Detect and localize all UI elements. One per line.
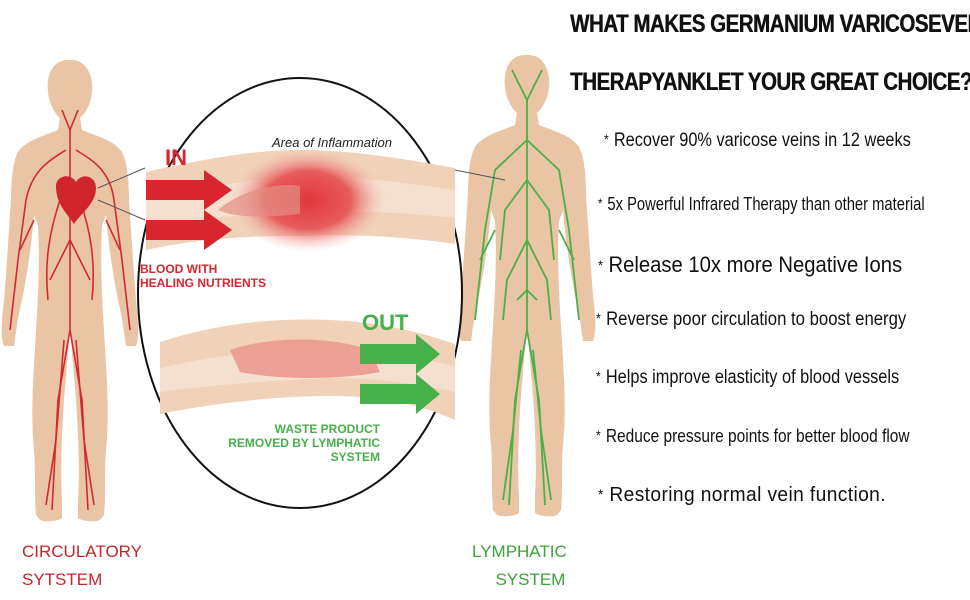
out-label: OUT: [362, 310, 409, 335]
bullet-star-icon: *: [596, 310, 601, 326]
in-label: IN: [165, 145, 187, 170]
bullet-item: *Release 10x more Negative Ions: [598, 252, 902, 278]
bullet-item: *Recover 90% varicose veins in 12 weeks: [604, 130, 911, 152]
bullet-text: 5x Powerful Infrared Therapy than other …: [607, 194, 925, 214]
bullet-text: Recover 90% varicose veins in 12 weeks: [613, 130, 911, 151]
lymphatic-body-figure: [458, 55, 596, 517]
in-caption: BLOOD WITH HEALING NUTRIENTS: [140, 262, 266, 290]
bullet-item: *5x Powerful Infrared Therapy than other…: [598, 194, 925, 215]
bullet-text: Release 10x more Negative Ions: [608, 252, 903, 277]
out-caption-line1: WASTE PRODUCT: [274, 422, 380, 436]
bullet-text: Reduce pressure points for better blood …: [605, 426, 910, 446]
bullet-star-icon: *: [596, 427, 601, 443]
bullet-text: Reverse poor circulation to boost energy: [606, 309, 907, 330]
area-of-inflammation-label: Area of Inflammation: [272, 135, 392, 150]
lymphatic-line2: SYSTEM: [495, 570, 566, 589]
heading-line2: THERAPYANKLET YOUR GREAT CHOICE?: [570, 68, 970, 96]
circulatory-line1: CIRCULATORY: [22, 542, 142, 561]
bullet-item: *Helps improve elasticity of blood vesse…: [596, 367, 899, 389]
lymphatic-line1: LYMPHATIC: [472, 542, 567, 561]
bullet-text: Helps improve elasticity of blood vessel…: [605, 367, 900, 388]
out-arrows: [360, 334, 440, 414]
bullet-item: * Restoring normal vein function.: [598, 484, 886, 507]
bullet-text: Restoring normal vein function.: [609, 484, 886, 506]
in-caption-line1: BLOOD WITH: [140, 262, 218, 276]
out-caption-line2: REMOVED BY LYMPHATIC: [228, 436, 380, 450]
out-caption: WASTE PRODUCT REMOVED BY LYMPHATIC SYSTE…: [224, 422, 380, 464]
bullet-item: *Reduce pressure points for better blood…: [596, 426, 910, 447]
heading-line1: WHAT MAKES GERMANIUM VARICOSEVEIN: [570, 10, 970, 38]
circulatory-system-caption: CIRCULATORY SYTSTEM: [22, 538, 142, 594]
out-caption-line3: SYSTEM: [330, 450, 380, 464]
bullet-star-icon: *: [596, 368, 601, 384]
bullet-item: * Reverse poor circulation to boost energ…: [596, 309, 906, 331]
bullet-star-icon: *: [604, 131, 609, 147]
bullet-star-icon: *: [598, 486, 604, 502]
bullet-star-icon: *: [598, 257, 604, 273]
in-arrows: [146, 170, 232, 250]
bullet-star-icon: *: [598, 195, 603, 211]
circulatory-body-figure: [1, 60, 139, 522]
lymphatic-system-caption: LYMPHATIC SYSTEM: [472, 538, 567, 594]
circulatory-line2: SYTSTEM: [22, 570, 103, 589]
in-caption-line2: HEALING NUTRIENTS: [140, 276, 266, 290]
